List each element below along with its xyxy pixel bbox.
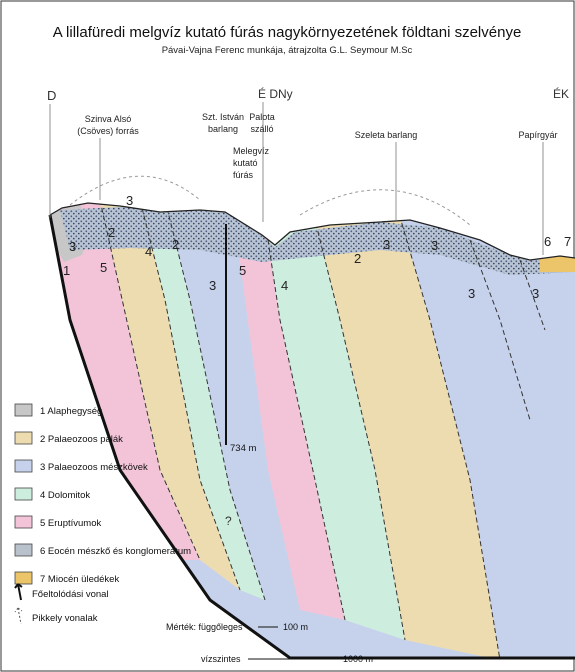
unit-number: 5 [100,260,107,275]
label-melegviz-line2: kutató [233,158,258,168]
unit-number: 5 [239,263,246,278]
diagram-title: A lillafüredi melgvíz kutató fúrás nagyk… [53,24,522,41]
unit-number: 4 [145,244,152,259]
diagram-subtitle: Pávai-Vajna Ferenc munkája, átrajzolta G… [162,45,413,56]
legend: 1 Alaphegység 2 Palaeozoos palák 3 Palaeoz… [14,403,191,585]
label-szeleta: Szeleta barlang [355,130,418,140]
unit-number: 3 [209,278,216,293]
legend-label: 4 Dolomitok [40,490,90,501]
band-unit-3-middle [165,203,300,610]
unknown-mark: ? [225,514,232,528]
legend-label: 7 Miocén üledékek [40,574,119,585]
legend-swatch [14,487,33,501]
legend-label: 3 Palaeozoos mészkövek [40,462,148,473]
legend-swatch [14,431,33,445]
unit-number: 3 [69,239,76,254]
thrust-line-label: Pikkely vonalak [32,613,98,624]
label-istvan-line2: barlang [208,124,238,134]
band-unit-2-east [310,203,500,658]
reconstructed-surface-left [69,175,201,206]
label-istvan-line1: Szt. István [202,112,244,122]
unit-number: 1 [63,263,70,278]
band-unit-5-middle [232,203,345,620]
unit-number: 4 [281,278,288,293]
horizontal-scale-label: vízszintes [201,654,241,664]
band-unit-4-west [140,203,265,600]
direction-e-dny: É DNy [258,86,293,101]
direction-d: D [47,88,56,103]
label-szinva-line1: Szinva Alsó [85,114,132,124]
unit-number: 6 [544,234,551,249]
direction-ek: ÉK [553,86,569,101]
legend-swatch [14,459,33,473]
depth-label: 734 m [230,443,256,454]
unit-number: 7 [564,234,571,249]
thrust-line-symbol [14,607,23,625]
legend-label: 6 Eocén mészkő és konglomerátum [40,546,191,557]
legend-label: 1 Alaphegység [40,406,102,417]
label-melegviz-line1: Melegvíz [233,146,270,156]
label-melegviz-line3: fúrás [233,170,254,180]
unit-number: 2 [354,251,361,266]
band-unit-4-middle [262,203,405,640]
legend-swatch [14,571,33,585]
label-szinva-line2: (Csöves) forrás [77,126,139,136]
unit-number: 3 [431,238,438,253]
unit-number: 2 [172,237,179,252]
legend-swatch [14,515,33,529]
band-unit-2-west [100,203,240,590]
vertical-scale-value: 100 m [283,622,308,632]
label-palota-line2: szálló [250,124,273,134]
horizontal-scale-value: 1000 m [343,654,373,664]
legend-swatch [14,403,33,417]
legend-label: 2 Palaeozoos palák [40,434,123,445]
unit-number: 3 [126,193,133,208]
legend-label: 5 Eruptívumok [40,518,101,529]
unit-6-eocene-cover [60,206,575,275]
label-papirgyar: Papírgyár [518,130,557,140]
band-unit-3-east [395,203,575,658]
legend-swatch [14,543,33,557]
unit-number: 2 [108,225,115,240]
label-palota-line1: Palota [249,112,275,122]
main-fault-symbol [14,583,23,601]
reconstructed-surface-right [299,189,471,226]
scale-label: Mérték: függőleges [166,622,243,632]
unit-number: 3 [532,286,539,301]
main-fault-label: Főeltolódási vonal [32,589,109,600]
unit-number: 3 [383,237,390,252]
section-base-line [48,214,575,660]
surface-line [49,202,575,261]
unit-number: 3 [468,286,475,301]
